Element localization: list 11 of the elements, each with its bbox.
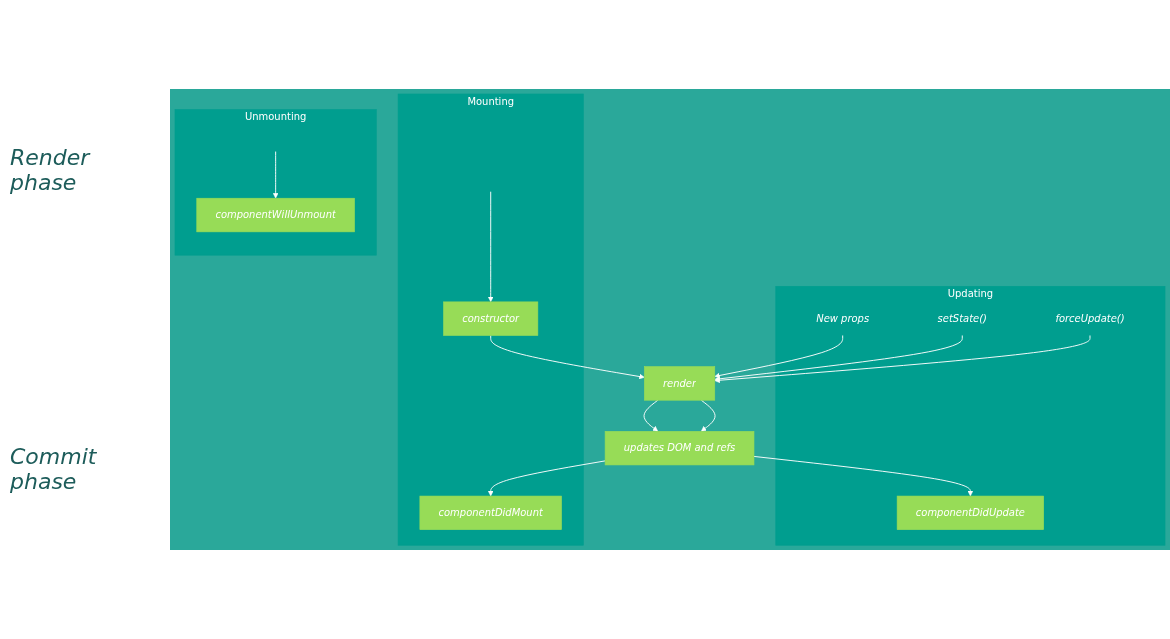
node-box: componentWillUnmount [196,197,355,233]
node-box: render [644,366,716,401]
node-box: updates DOM and refs [604,430,755,466]
node-box: componentDidMount [419,495,562,530]
node-text: setState() [937,312,987,325]
node-box: componentDidUpdate [896,495,1044,530]
node-text: forceUpdate() [1055,312,1125,325]
phase-label: Render phase [10,144,92,195]
node-text: New props [816,312,870,325]
node-box: constructor [443,301,539,336]
phase-label: Commit phase [10,444,98,495]
